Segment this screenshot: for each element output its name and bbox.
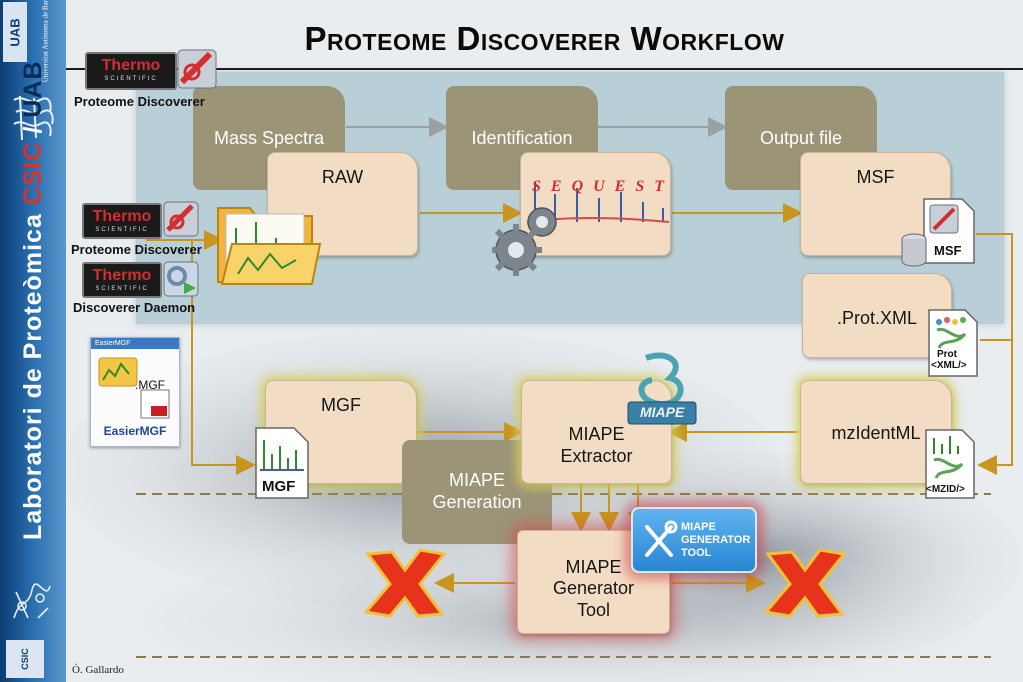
miape-generation-line-2: Generation — [432, 492, 522, 512]
thermo-brand-text-daemon: Thermo — [92, 267, 152, 284]
csic-logo: CSIC — [6, 640, 44, 678]
miape-tool-text-2: GENERATOR — [681, 534, 751, 546]
miape-logo-text: MIAPE — [640, 404, 685, 420]
node-miape-generation: MIAPE Generation — [402, 440, 552, 544]
cross-left-icon — [363, 548, 447, 618]
miape-gen-tool-line-2: Generator — [552, 578, 635, 599]
sequest-label: SEQUEST — [532, 178, 675, 195]
miape-gen-tool-line-3: Tool — [576, 599, 611, 620]
thermo-logo-top: Thermo SCIENTIFIC — [85, 52, 177, 90]
thermo-brand-text: Thermo — [101, 57, 161, 74]
easiermgf-file-label: .MGF — [135, 378, 165, 392]
uab-logo: UAB Universitat Autònoma de Barcelona — [3, 0, 63, 82]
thermo-sub-text: SCIENTIFIC — [104, 76, 158, 82]
easiermgf-name: EasierMGF — [103, 424, 167, 438]
label-proteome-discoverer-top: Proteome Discoverer — [74, 94, 205, 109]
wrench-screwdriver-icon — [645, 520, 678, 557]
miape-generation-line-1: MIAPE — [448, 470, 505, 491]
node-prot-xml: .Prot.XML — [802, 273, 952, 358]
msf-badge: MSF — [934, 243, 962, 258]
cross-right-icon — [763, 548, 847, 618]
mzid-file-icon — [925, 429, 975, 499]
discoverer-app-icon-mid — [163, 201, 199, 237]
prot-xml-badge-1: Prot — [937, 349, 957, 360]
thermo-sub-text-daemon: SCIENTIFIC — [95, 286, 149, 292]
miape-extractor-line-2: Extractor — [560, 446, 633, 466]
easiermgf-app: EasierMGF .MGF EasierMGF — [90, 337, 180, 447]
dashed-separators — [136, 493, 991, 658]
label-proteome-discoverer-mid: Proteome Discoverer — [71, 242, 202, 257]
thermo-sub-text-mid: SCIENTIFIC — [95, 227, 149, 233]
miape-tool-text-3: TOOL — [681, 547, 712, 559]
mgf-badge: MGF — [262, 478, 296, 495]
raw-folder-icon — [217, 207, 322, 285]
mzid-badge: <MZID/> — [926, 484, 965, 495]
miape-generator-tool-logo: MIAPE GENERATOR TOOL — [631, 507, 757, 573]
daemon-app-icon — [163, 261, 199, 297]
mgf-file-icon-main — [255, 427, 309, 499]
sidebar: UAB Universitat Autònoma de Barcelona La… — [0, 0, 66, 682]
page-title: Proteome Discoverer Workflow — [304, 20, 785, 57]
miape-extractor-line-1: MIAPE — [568, 424, 625, 445]
label-discoverer-daemon: Discoverer Daemon — [73, 300, 196, 315]
molecule-icon — [13, 583, 51, 619]
miape-tool-text-1: MIAPE — [681, 521, 716, 533]
node-sequest — [520, 152, 671, 256]
mgf-file-icon — [140, 389, 170, 419]
protein-structure-icon — [13, 95, 54, 141]
discoverer-app-icon-top — [177, 49, 217, 89]
thermo-logo-daemon: Thermo SCIENTIFIC — [82, 262, 162, 298]
easiermgf-titlebar: EasierMGF — [91, 338, 179, 349]
miape-gen-tool-line-1: MIAPE — [565, 556, 622, 577]
thermo-logo-mid: Thermo SCIENTIFIC — [82, 203, 162, 239]
miape-logo-icon — [627, 352, 697, 425]
msf-file-icon — [901, 198, 975, 267]
prot-xml-badge-2: <XML/> — [931, 360, 967, 371]
gears-icon — [492, 207, 557, 276]
thermo-brand-text-mid: Thermo — [92, 208, 152, 225]
folder-chart-icon — [98, 357, 138, 387]
prot-xml-file-icon — [928, 309, 978, 377]
footer-author: Ó. Gallardo — [72, 664, 124, 676]
title-divider — [66, 68, 1023, 70]
